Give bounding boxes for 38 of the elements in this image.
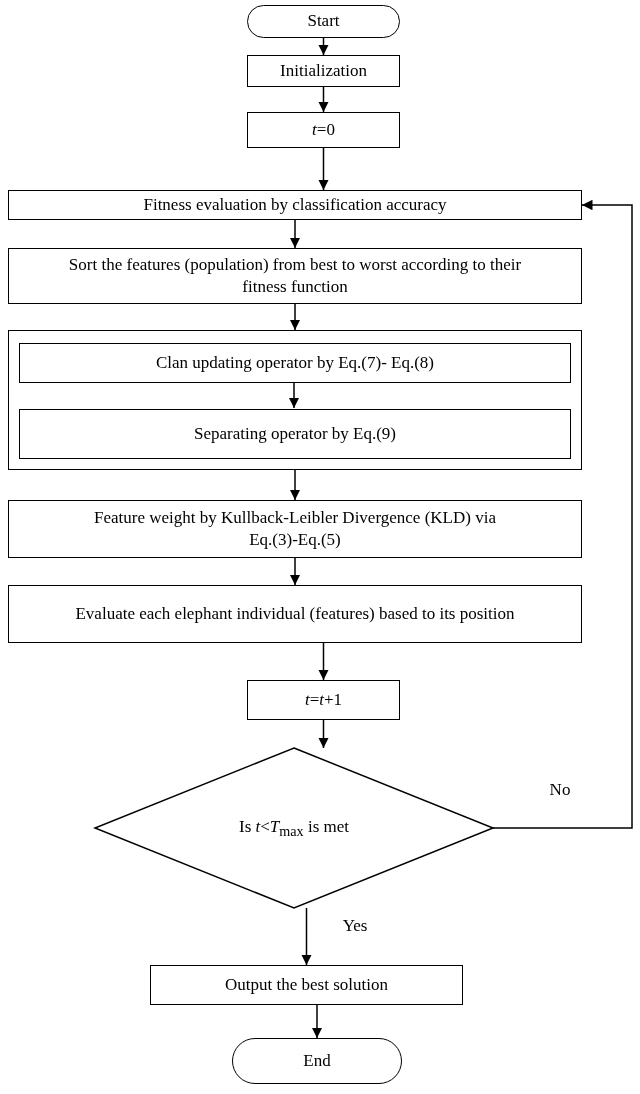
node-text: Evaluate each elephant individual (features) based to its position (74, 602, 516, 625)
node-text: End (302, 1049, 332, 1072)
arrow (289, 303, 301, 331)
arrow (318, 719, 329, 749)
arrow (318, 642, 329, 681)
node-text: Is t<T$_{max}$ is met (237, 815, 350, 841)
container-box (8, 330, 582, 470)
arrow (318, 86, 329, 113)
process-box (247, 55, 400, 87)
node-text: t=0 (311, 118, 336, 141)
process-box (8, 500, 582, 558)
node-text: Initialization (279, 59, 368, 82)
decision-diamond (95, 748, 493, 908)
arrow (288, 381, 300, 409)
node-text: Clan updating operator by Eq.(7)- Eq.(8) (154, 351, 436, 374)
process-box (247, 680, 400, 720)
node-text: Fitness evaluation by classification accuracy (142, 193, 448, 216)
arrow (289, 469, 301, 501)
arrow (311, 1004, 323, 1039)
arrow (318, 37, 329, 56)
process-box (19, 409, 571, 459)
process-box (150, 965, 463, 1005)
process-box (8, 190, 582, 220)
node-text: Output the best solution (224, 973, 389, 996)
process-box (8, 248, 582, 304)
node-text: Feature weight by Kullback-Leibler Divergence (KLD) via Eq.(3)-Eq.(5) (93, 506, 497, 551)
process-box (8, 585, 582, 643)
node-text: Start (306, 10, 341, 33)
process-box (247, 112, 400, 148)
node-text: Separating operator by Eq.(9) (192, 422, 397, 445)
arrow (289, 557, 301, 586)
arrow (492, 199, 633, 829)
node-text: t=t+1 (303, 688, 344, 711)
process-box (19, 343, 571, 383)
arrow (301, 907, 312, 966)
node-text: Sort the features (population) from best to worst according to their fitness function (67, 253, 523, 298)
arrow (289, 219, 301, 249)
arrow (318, 147, 329, 191)
